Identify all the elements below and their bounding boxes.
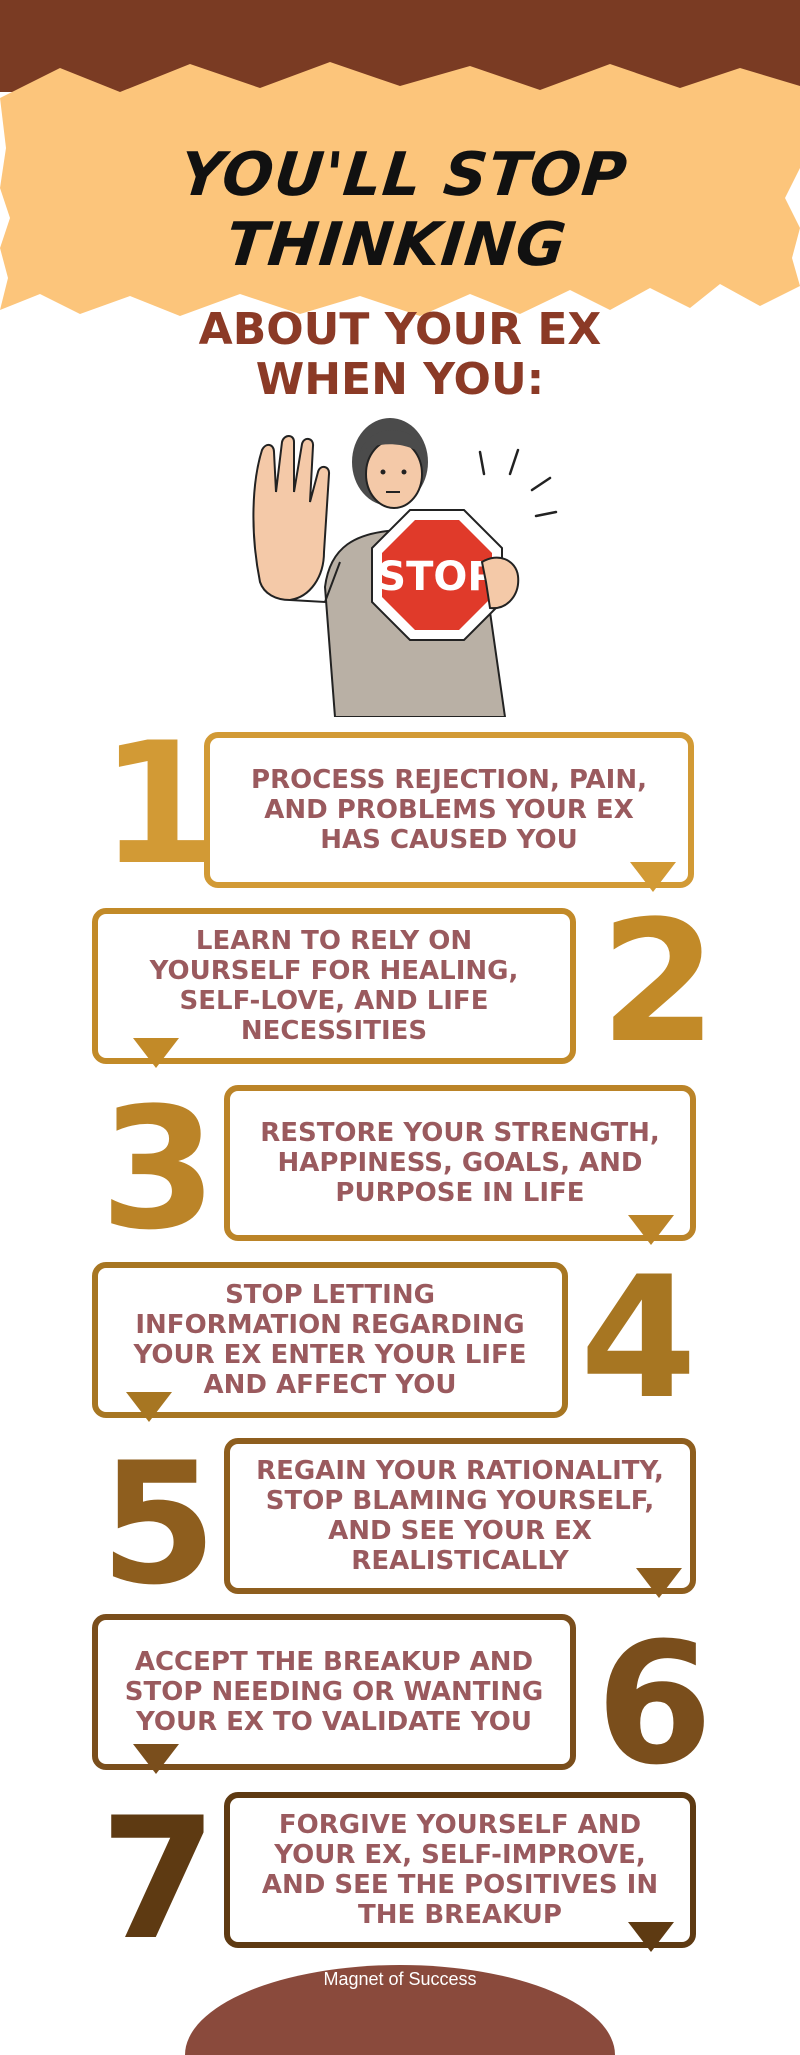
step-7-box: FORGIVE YOURSELF AND YOUR EX, SELF-IMPRO…: [224, 1792, 696, 1948]
step-2-text: LEARN TO RELY ON YOURSELF FOR HEALING, S…: [149, 926, 519, 1046]
step-2-box: LEARN TO RELY ON YOURSELF FOR HEALING, S…: [92, 908, 576, 1064]
stop-sign-text: STOP: [377, 554, 496, 600]
step-3-number: 3: [100, 1071, 217, 1267]
step-3-text: RESTORE YOUR STRENGTH, HAPPINESS, GOALS,…: [260, 1118, 660, 1208]
step-4-text: STOP LETTING INFORMATION REGARDING YOUR …: [133, 1280, 527, 1400]
step-5-pointer: [636, 1568, 682, 1598]
stop-sign-person-illustration: STOP: [252, 418, 558, 717]
step-3-pointer: [628, 1215, 674, 1245]
step-5-number: 5: [100, 1426, 217, 1622]
brush-stroke-banner: [0, 62, 800, 316]
step-5-text: REGAIN YOUR RATIONALITY, STOP BLAMING YO…: [256, 1456, 664, 1576]
step-1-pointer: [630, 862, 676, 892]
step-7-text: FORGIVE YOURSELF AND YOUR EX, SELF-IMPRO…: [261, 1810, 659, 1930]
step-3-box: RESTORE YOUR STRENGTH, HAPPINESS, GOALS,…: [224, 1085, 696, 1241]
step-1-text: PROCESS REJECTION, PAIN, AND PROBLEMS YO…: [251, 765, 647, 855]
page-subtitle: ABOUT YOUR EX WHEN YOU:: [0, 305, 800, 405]
subtitle-line-1: ABOUT YOUR EX: [198, 304, 602, 355]
step-1-box: PROCESS REJECTION, PAIN, AND PROBLEMS YO…: [204, 732, 694, 888]
top-band: [0, 0, 800, 92]
subtitle-line-2: WHEN YOU:: [255, 354, 545, 405]
step-6-pointer: [133, 1744, 179, 1774]
step-5-box: REGAIN YOUR RATIONALITY, STOP BLAMING YO…: [224, 1438, 696, 1594]
step-6-number: 6: [596, 1606, 713, 1802]
step-2-number: 2: [600, 884, 717, 1080]
step-4-pointer: [126, 1392, 172, 1422]
step-6-text: ACCEPT THE BREAKUP AND STOP NEEDING OR W…: [124, 1647, 544, 1737]
page-title: YOU'LL STOP THINKING: [176, 140, 631, 280]
footer-credit: Magnet of Success: [323, 1969, 477, 1989]
step-4-number: 4: [580, 1240, 697, 1436]
step-4-box: STOP LETTING INFORMATION REGARDING YOUR …: [92, 1262, 568, 1418]
step-6-box: ACCEPT THE BREAKUP AND STOP NEEDING OR W…: [92, 1614, 576, 1770]
step-7-pointer: [628, 1922, 674, 1952]
step-1-number: 1: [100, 706, 217, 902]
step-7-number: 7: [100, 1781, 217, 1977]
step-2-pointer: [133, 1038, 179, 1068]
